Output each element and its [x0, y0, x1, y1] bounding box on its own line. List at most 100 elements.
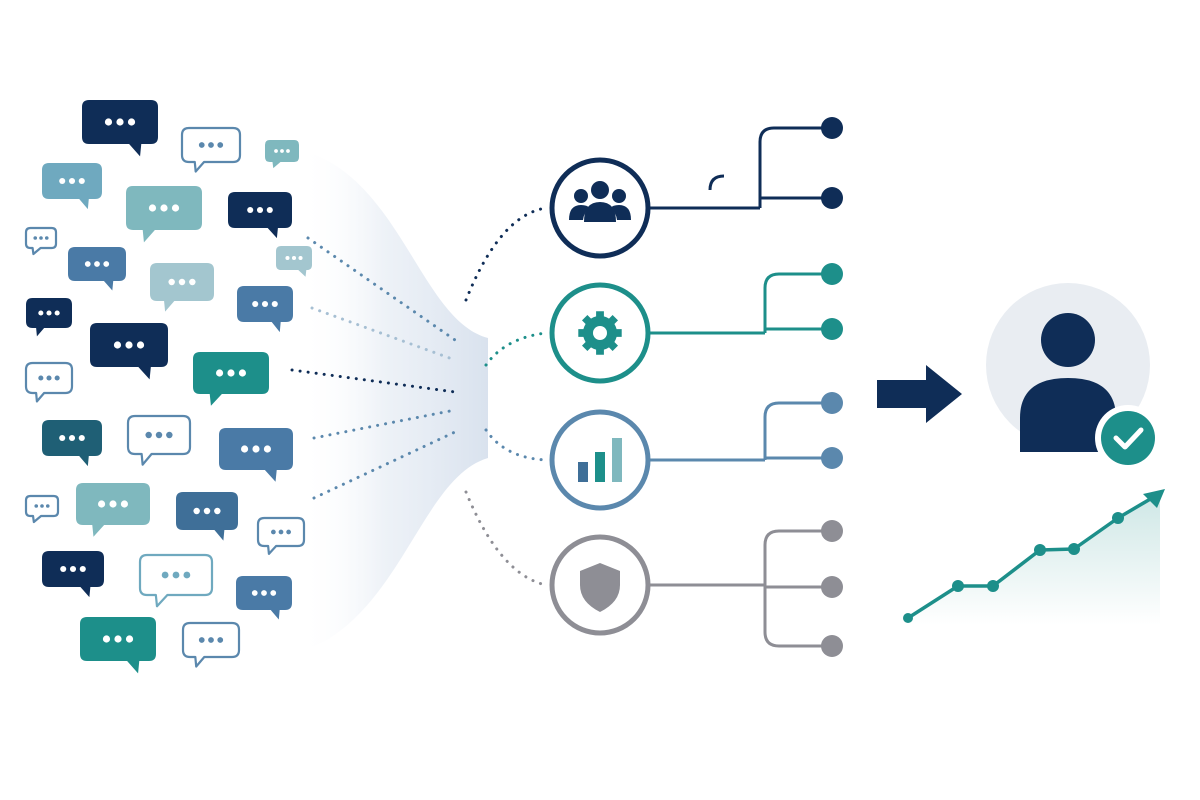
- dot: [46, 375, 52, 381]
- dot: [34, 504, 39, 508]
- dot: [278, 529, 284, 535]
- branch-endpoint: [821, 520, 843, 542]
- dot: [256, 206, 264, 214]
- dot: [116, 118, 124, 126]
- connector-line: [484, 331, 548, 367]
- dot: [271, 529, 276, 535]
- funnel-shape: [300, 150, 488, 652]
- dot: [59, 177, 66, 185]
- dot: [217, 142, 224, 148]
- trend-point: [952, 580, 964, 592]
- trend-point: [1068, 543, 1080, 555]
- speech-bubble-icon: [82, 100, 158, 157]
- trend-point: [1112, 512, 1124, 524]
- speech-bubble-icon: [193, 352, 269, 406]
- dot: [261, 300, 269, 308]
- branch-group: [650, 392, 843, 469]
- person-icon: [1020, 313, 1116, 452]
- dot: [45, 504, 50, 508]
- dot: [94, 261, 100, 267]
- trend-area: [908, 492, 1160, 625]
- branch-group: [650, 520, 843, 657]
- dot: [247, 206, 254, 214]
- dot: [79, 565, 86, 573]
- category-tree: [650, 117, 843, 657]
- speech-bubble-icon: [26, 298, 72, 337]
- stream-line: [306, 236, 457, 342]
- speech-bubble-icon: [237, 286, 293, 333]
- connector-line: [464, 206, 548, 302]
- branch-endpoint: [821, 187, 843, 209]
- dot: [166, 431, 173, 439]
- speech-bubble-icon: [126, 186, 202, 243]
- dot: [145, 431, 152, 439]
- incoming-streams: [290, 236, 457, 500]
- speech-bubble-icon: [176, 492, 238, 541]
- dot: [168, 278, 175, 286]
- feedback-bubbles: [24, 100, 312, 674]
- dot: [125, 635, 134, 643]
- dot: [252, 300, 259, 308]
- speech-bubble-icon: [90, 323, 168, 380]
- stream-line: [290, 368, 457, 394]
- dot: [189, 278, 196, 286]
- dot: [274, 149, 278, 153]
- dot: [127, 118, 136, 126]
- dot: [38, 310, 44, 316]
- dot: [39, 236, 43, 240]
- branch-endpoint: [821, 392, 843, 414]
- gear-icon: [578, 311, 622, 355]
- trend-point: [1034, 544, 1046, 556]
- dot: [251, 590, 258, 596]
- dot: [68, 434, 76, 442]
- dot: [252, 445, 260, 453]
- branch-endpoint: [821, 263, 843, 285]
- upward-trend-icon: [903, 489, 1165, 625]
- branch-group: [650, 117, 843, 210]
- speech-bubble-icon: [80, 617, 156, 674]
- dot: [69, 565, 77, 573]
- dot: [261, 590, 267, 596]
- dot: [120, 500, 128, 508]
- speech-bubble-icon: [24, 226, 58, 256]
- dot: [54, 375, 60, 381]
- speech-bubble-icon: [180, 126, 242, 173]
- branch-endpoint: [821, 576, 843, 598]
- dot: [161, 571, 169, 579]
- dot: [46, 310, 52, 316]
- stream-line: [312, 408, 457, 440]
- speech-bubble-icon: [68, 247, 126, 291]
- speech-bubble-icon: [228, 192, 292, 239]
- dot: [241, 445, 249, 453]
- dot: [298, 255, 303, 261]
- dot: [227, 369, 235, 377]
- speech-bubble-icon: [219, 428, 293, 482]
- speech-bubble-icon: [42, 163, 102, 210]
- trend-point: [987, 580, 999, 592]
- dot: [98, 500, 106, 508]
- dot: [280, 149, 284, 153]
- bar-chart-icon: [578, 438, 622, 482]
- dot: [109, 500, 117, 508]
- speech-bubble-icon: [42, 420, 102, 467]
- dot: [136, 341, 145, 349]
- branch-group: [650, 263, 843, 340]
- category-people: [549, 157, 651, 259]
- dot: [68, 177, 76, 185]
- dot: [238, 369, 246, 377]
- dot: [38, 375, 44, 381]
- connector-line: [484, 428, 548, 462]
- dot: [193, 507, 200, 515]
- dot: [125, 341, 133, 349]
- speech-bubble-icon: [138, 553, 214, 608]
- dot: [104, 118, 113, 126]
- dot: [266, 206, 273, 214]
- dot: [286, 529, 291, 535]
- arrow-right-icon: [877, 365, 962, 423]
- check-badge-icon: [1095, 405, 1161, 471]
- connector-line: [464, 490, 548, 587]
- dot: [208, 637, 214, 643]
- category-operations: [549, 282, 651, 384]
- dot: [214, 507, 221, 515]
- speech-bubble-icon: [126, 414, 192, 466]
